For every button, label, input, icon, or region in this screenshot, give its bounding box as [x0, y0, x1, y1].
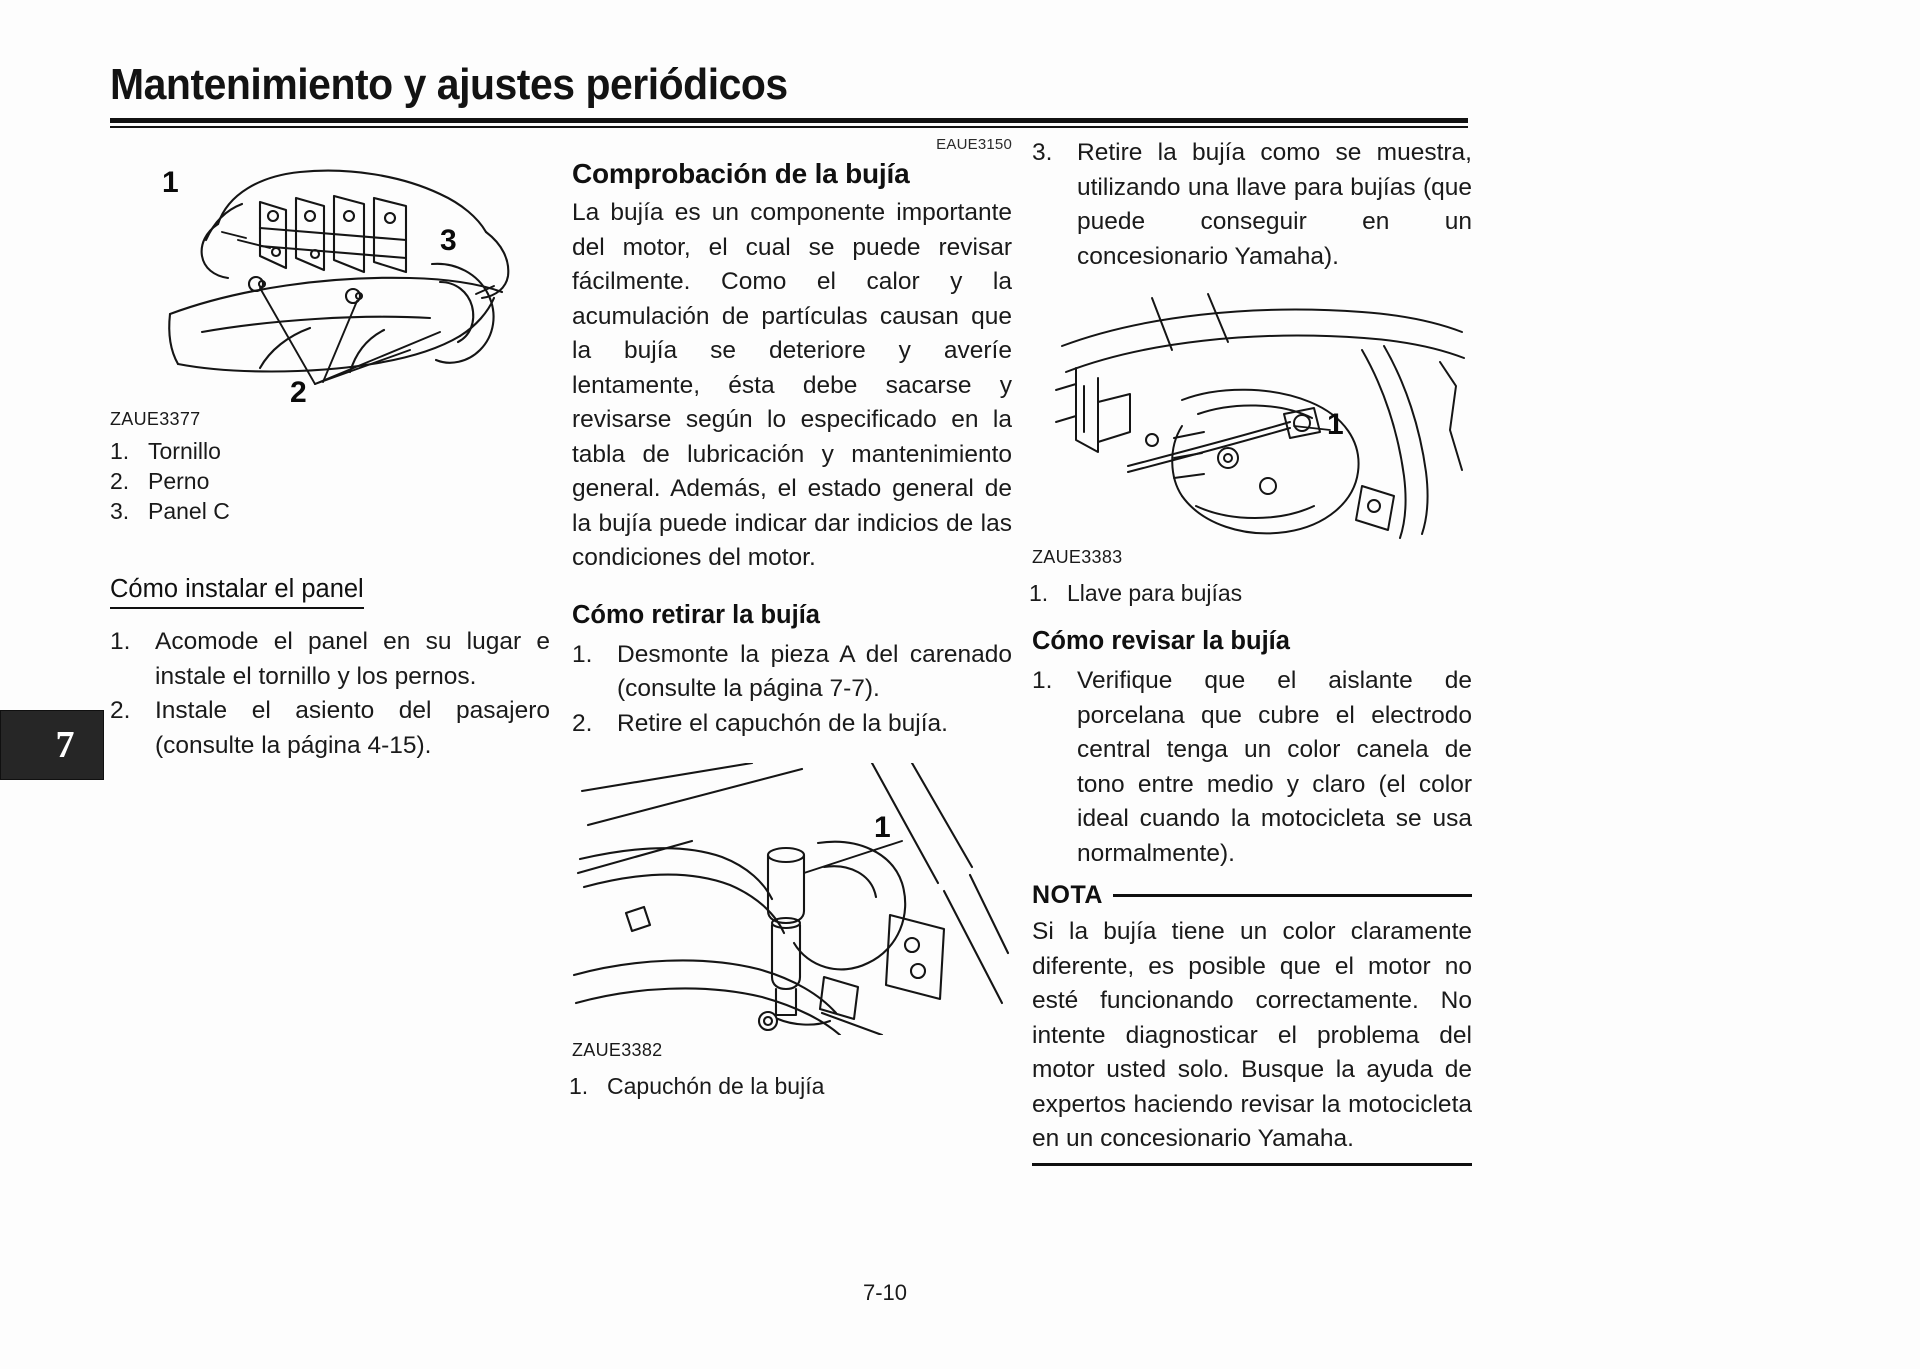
- remove-step-number: 3.: [1032, 139, 1053, 166]
- legend-list-spark-plug-cap: 1. Capuchón de la bujía: [569, 1071, 1012, 1101]
- note-bottom-rule: [1032, 1162, 1472, 1166]
- callout-1: 1: [1327, 408, 1344, 441]
- install-step: 2. Instale el asiento del pasajero (cons…: [110, 694, 550, 763]
- remove-step-text: Desmonte la pieza A del carenado (consul…: [617, 640, 1012, 703]
- note-text: Si la bujía tiene un color claramente di…: [1032, 918, 1472, 1152]
- remove-steps-list: 1. Desmonte la pieza A del carenado (con…: [572, 638, 1012, 742]
- figure-id-zaue3377: ZAUE3377: [110, 409, 201, 429]
- remove-step: 1. Desmonte la pieza A del carenado (con…: [572, 638, 1012, 707]
- page-title: Mantenimiento y ajustes periódicos: [110, 60, 788, 109]
- title-rule-thin: [110, 126, 1468, 128]
- remove-step3-list: 3. Retire la bujía como se muestra, util…: [1032, 136, 1472, 274]
- legend-list-spark-plug-wrench: 1. Llave para bujías: [1029, 578, 1472, 608]
- legend-item: 1. Llave para bujías: [1029, 578, 1472, 608]
- check-step-number: 1.: [1032, 667, 1053, 694]
- figure-spark-plug-wrench: 1 ZAUE3383: [1032, 290, 1472, 568]
- chapter-tab: 7: [0, 710, 104, 780]
- figure-id-zaue3382: ZAUE3382: [572, 1040, 663, 1060]
- legend-item-number: 2.: [110, 468, 130, 494]
- heading-spark-plug-check: Comprobación de la bujía: [572, 158, 910, 189]
- remove-step: 2. Retire el capuchón de la bujía.: [572, 707, 1012, 742]
- spark-plug-wrench-illustration: [1055, 293, 1465, 539]
- note-heading-rule: [1112, 894, 1472, 897]
- remove-step-text: Retire la bujía como se muestra, utiliza…: [1077, 139, 1472, 270]
- install-step-number: 1.: [110, 628, 131, 655]
- paragraph-spark-plug-intro: La bujía es un componente importante del…: [572, 199, 1012, 571]
- legend-item-label: Perno: [148, 468, 210, 494]
- left-column: 1 3 2 ZAUE3377 1. Tornillo 2. Perno 3. P…: [110, 136, 550, 763]
- figure-id-zaue3383: ZAUE3383: [1032, 547, 1123, 567]
- page-number: 7-10: [862, 1280, 908, 1305]
- install-step-text: Instale el asiento del pasajero (consult…: [155, 697, 550, 759]
- install-steps-list: 1. Acomode el panel en su lugar e instal…: [110, 625, 550, 763]
- legend-item-number: 3.: [110, 498, 130, 524]
- heading-inspect-spark-plug: Cómo revisar la bujía: [1032, 627, 1290, 655]
- legend-item: 1. Capuchón de la bujía: [569, 1071, 1012, 1101]
- section-code-eaue3150: EAUE3150: [936, 136, 1012, 153]
- legend-item: 1. Tornillo: [110, 436, 550, 466]
- figure-panel-removal-canvas: 1 3 2: [110, 136, 550, 409]
- legend-item-label: Capuchón de la bujía: [607, 1073, 825, 1099]
- note-block: NOTA Si la bujía tiene un color claramen…: [1032, 881, 1472, 1166]
- legend-item-label: Llave para bujías: [1067, 580, 1243, 606]
- callout-1: 1: [874, 811, 891, 844]
- install-step: 1. Acomode el panel en su lugar e instal…: [110, 625, 550, 694]
- remove-step-number: 2.: [572, 709, 593, 737]
- legend-item-number: 1.: [1029, 580, 1049, 606]
- check-steps-list: 1. Verifique que el aislante de porcelan…: [1032, 664, 1472, 871]
- legend-item-number: 1.: [569, 1073, 589, 1099]
- legend-item-label: Panel C: [148, 498, 230, 524]
- legend-list-panel: 1. Tornillo 2. Perno 3. Panel C: [110, 436, 550, 526]
- title-rule-thick: [110, 118, 1468, 123]
- note-heading: NOTA: [1032, 881, 1103, 909]
- middle-column: EAUE3150 Comprobación de la bujía La buj…: [569, 136, 1012, 1101]
- legend-item-label: Tornillo: [148, 438, 221, 464]
- heading-install-panel: Cómo instalar el panel: [110, 572, 364, 609]
- note-header-row: NOTA: [1032, 881, 1472, 910]
- install-step-text: Acomode el panel en su lugar e instale e…: [155, 628, 550, 690]
- remove-step-number: 1.: [572, 640, 593, 668]
- remove-step: 3. Retire la bujía como se muestra, util…: [1032, 136, 1472, 274]
- spark-plug-cap-illustration: [572, 763, 1010, 1035]
- figure-spark-plug-cap: 1 ZAUE3382: [572, 763, 1012, 1061]
- callout-2: 2: [290, 376, 307, 409]
- figure-panel-removal: 1 3 2 ZAUE3377: [110, 136, 550, 430]
- heading-remove-spark-plug: Cómo retirar la bujía: [572, 600, 820, 629]
- check-step-text: Verifique que el aislante de porcelana q…: [1077, 667, 1472, 867]
- legend-item: 3. Panel C: [110, 496, 550, 526]
- legend-item-number: 1.: [110, 438, 130, 464]
- legend-item: 2. Perno: [110, 466, 550, 496]
- chapter-tab-number: 7: [55, 724, 75, 766]
- page-footer: 7-10: [0, 1280, 1920, 1306]
- install-step-number: 2.: [110, 697, 131, 724]
- callout-3: 3: [440, 224, 457, 257]
- check-step: 1. Verifique que el aislante de porcelan…: [1032, 664, 1472, 871]
- right-column: 3. Retire la bujía como se muestra, util…: [1029, 136, 1472, 1166]
- figure-spark-plug-cap-canvas: 1: [572, 763, 1012, 1035]
- panel-removal-illustration: [168, 169, 510, 385]
- remove-step-text: Retire el capuchón de la bujía.: [617, 709, 948, 737]
- figure-spark-plug-wrench-canvas: 1: [1032, 290, 1472, 542]
- callout-1: 1: [162, 166, 179, 199]
